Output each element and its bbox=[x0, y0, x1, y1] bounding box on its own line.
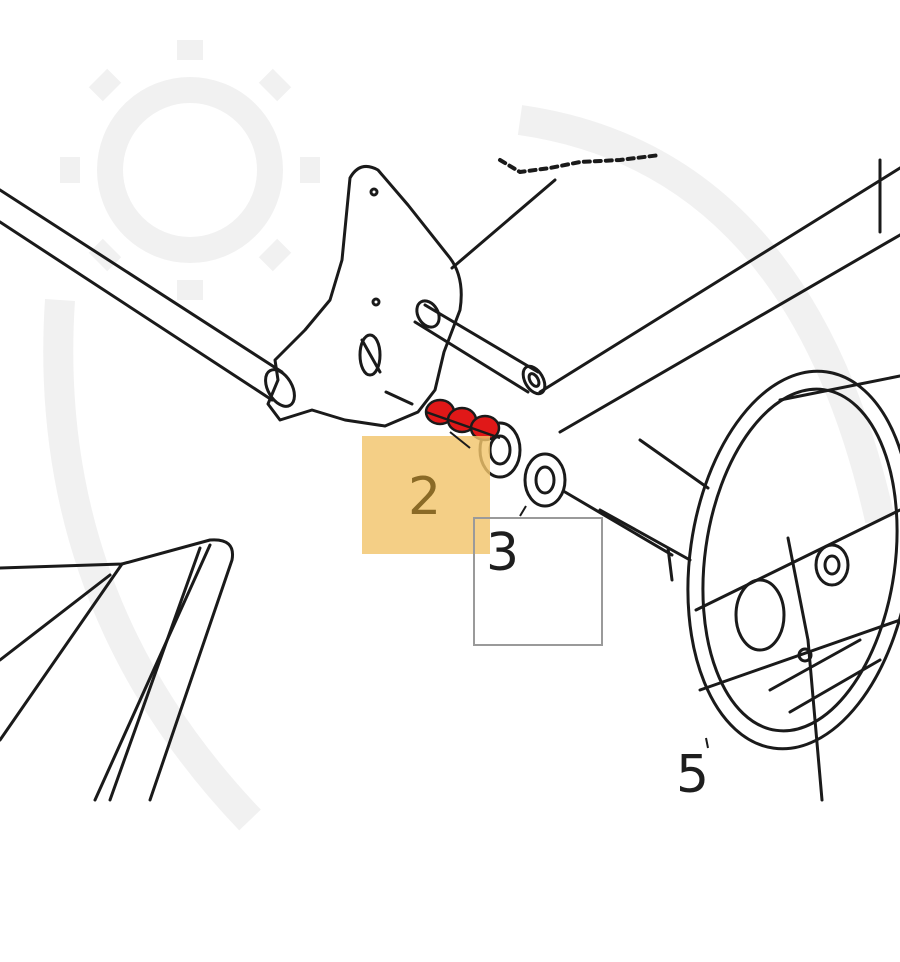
callout-3-leader bbox=[519, 505, 527, 517]
gear-watermark-icon bbox=[43, 40, 895, 831]
callout-3-label: 3 bbox=[486, 523, 519, 583]
callout-2-highlight-box bbox=[362, 436, 490, 554]
highlighted-part[interactable] bbox=[424, 398, 501, 442]
callout-3-outline-box bbox=[473, 517, 603, 646]
part-line-art bbox=[0, 153, 900, 802]
callout-2-hotspot[interactable]: 2 bbox=[362, 431, 490, 554]
callout-2-label: 2 bbox=[408, 467, 441, 527]
callout-2-leader bbox=[449, 431, 471, 449]
callout-5-leader bbox=[705, 737, 709, 749]
callout-5-hotspot[interactable]: 5 bbox=[676, 737, 709, 805]
callout-5-label: 5 bbox=[676, 745, 709, 805]
callout-3-hotspot[interactable]: 3 bbox=[473, 505, 603, 646]
